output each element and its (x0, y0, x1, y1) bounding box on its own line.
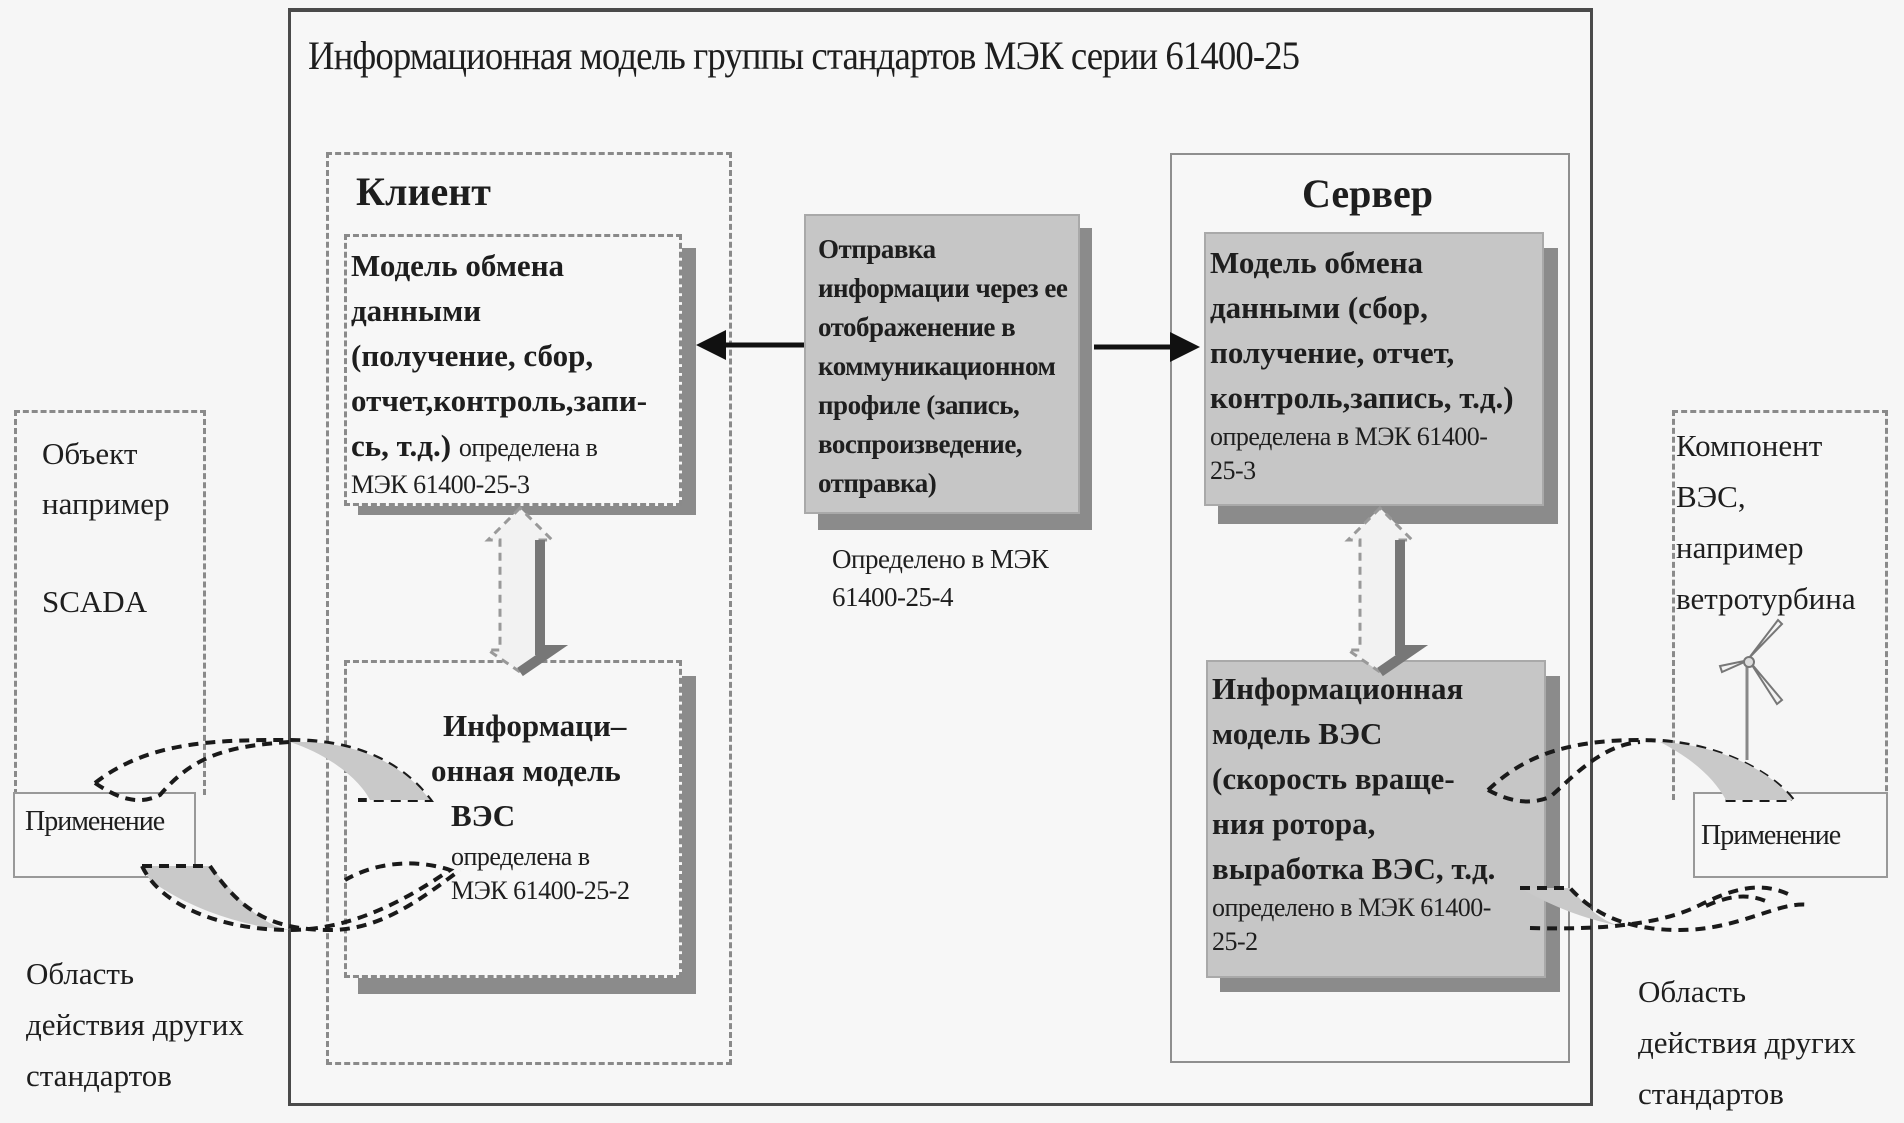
right-application-box: Применение (1693, 792, 1888, 878)
client-exchange-note: определена в (458, 433, 598, 462)
server-heading: Сервер (1302, 171, 1433, 216)
client-exchange-line: (получение, сбор, (351, 338, 594, 373)
client-heading: Клиент (356, 169, 491, 214)
center-line: воспроизведение, (818, 429, 1023, 459)
left-scope-line: действия других (26, 1007, 244, 1042)
server-group (1170, 153, 1570, 1063)
right-lower-connector (1520, 885, 1811, 933)
diagram-title: Информационная модель группы стандартов … (308, 33, 1300, 78)
left-scope-line: стандартов (26, 1058, 172, 1093)
client-group (326, 152, 732, 1065)
center-caption-line: Определено в МЭК (832, 544, 1049, 574)
client-info-line: Информаци– (443, 708, 627, 743)
left-object-line: например (42, 486, 170, 521)
server-exchange-line: Модель обмена (1210, 245, 1424, 280)
server-exchange-model: Модель обмена данными (сбор, получение, … (1204, 232, 1544, 506)
right-component-line: ВЭС, (1676, 479, 1746, 514)
left-application-box: Применение (13, 792, 196, 878)
center-line: информации через ее (818, 273, 1068, 303)
client-exchange-note: МЭК 61400-25-3 (351, 470, 530, 499)
left-object-frame (14, 410, 206, 795)
client-exchange-line: Модель обмена (351, 248, 565, 283)
server-info-note: 25-2 (1212, 927, 1258, 956)
center-caption-line: 61400-25-4 (832, 582, 953, 612)
right-component-line: Компонент (1676, 428, 1823, 463)
right-application-label: Применение (1701, 820, 1841, 851)
right-upper-connector (1486, 737, 1798, 804)
center-line: профиле (запись, (818, 390, 1020, 420)
left-application-label: Применение (25, 806, 165, 837)
server-exchange-note: 25-3 (1210, 456, 1256, 485)
server-exchange-line: контроль,запись, т.д.) (1210, 380, 1514, 415)
right-scope-line: Область (1638, 974, 1747, 1009)
left-scope-label: Область действия других стандартов (26, 948, 244, 1101)
left-scope-line: Область (26, 956, 135, 991)
right-scope-label: Область действия других стандартов (1638, 966, 1856, 1119)
server-info-line: Информационная (1212, 671, 1464, 706)
server-exchange-line: данными (сбор, (1210, 290, 1428, 325)
client-info-note: определена в (451, 842, 590, 871)
left-object-line: Объект (42, 436, 138, 471)
left-upper-connector-fill (290, 741, 430, 800)
right-component-label: Компонент ВЭС, например ветротурбина (1676, 420, 1856, 624)
right-lower-connector-fill (1520, 888, 1620, 926)
server-info-line: модель ВЭС (1212, 716, 1383, 751)
center-line: отправка) (818, 468, 937, 498)
wind-turbine-icon (1718, 618, 1784, 760)
server-info-line: выработка ВЭС, т.д. (1212, 851, 1496, 886)
center-line: отображенение в (818, 312, 1016, 342)
left-lower-connector (140, 861, 462, 933)
center-caption: Определено в МЭК 61400-25-4 (832, 540, 1049, 616)
left-lower-connector-fill (142, 866, 290, 930)
center-line: Отправка (818, 234, 936, 264)
server-info-note: определено в МЭК 61400- (1212, 893, 1491, 922)
right-component-line: например (1676, 530, 1804, 565)
center-line: коммуникационном (818, 351, 1056, 381)
right-component-frame (1672, 410, 1888, 800)
server-info-line: ния ротора, (1212, 806, 1376, 841)
right-upper-connector-fill (1660, 742, 1793, 800)
right-component-line: ветротурбина (1676, 581, 1856, 616)
right-scope-line: стандартов (1638, 1076, 1784, 1111)
server-vertical-double-arrow (1343, 505, 1429, 677)
client-info-note: МЭК 61400-25-2 (451, 876, 630, 905)
server-exchange-line: получение, отчет, (1210, 335, 1455, 370)
communication-profile-box: Отправка информации через ее отображенен… (804, 214, 1080, 514)
server-exchange-note: определена в МЭК 61400- (1210, 422, 1488, 451)
client-vertical-double-arrow (483, 505, 569, 677)
client-exchange-model: Модель обмена данными (получение, сбор, … (344, 234, 682, 506)
client-exchange-line: данными (351, 293, 482, 328)
left-upper-connector (93, 737, 435, 803)
server-info-model: Информационная модель ВЭС (скорость вращ… (1206, 660, 1546, 978)
right-scope-line: действия других (1638, 1025, 1856, 1060)
client-exchange-line: сь, т.д.) (351, 428, 452, 463)
client-info-model: Информаци– онная модель ВЭС определена в… (344, 660, 682, 978)
server-info-line: (скорость враще- (1212, 761, 1455, 796)
scada-label: SCADA (42, 584, 148, 619)
client-info-line: ВЭС (451, 798, 516, 833)
client-exchange-line: отчет,контроль,запи- (351, 383, 648, 418)
client-info-line: онная модель (431, 753, 621, 788)
